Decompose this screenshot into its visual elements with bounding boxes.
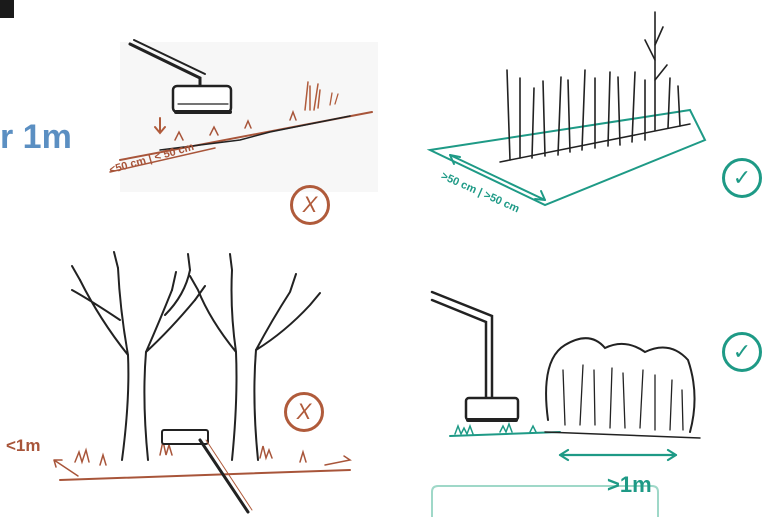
panel-top-right <box>430 12 705 205</box>
check-mark-icon: ✓ <box>722 332 762 372</box>
measure-label-bottom-right: >1m <box>607 472 652 498</box>
title-fragment: r 1m <box>0 118 72 157</box>
x-mark-icon: X <box>290 185 330 225</box>
panel-bottom-right <box>432 292 700 517</box>
panel-bottom-left <box>54 252 350 512</box>
measure-label-bottom-left: <1m <box>6 436 41 456</box>
x-mark-icon: X <box>284 392 324 432</box>
check-mark-icon: ✓ <box>722 158 762 198</box>
panel-top-left <box>110 40 378 192</box>
